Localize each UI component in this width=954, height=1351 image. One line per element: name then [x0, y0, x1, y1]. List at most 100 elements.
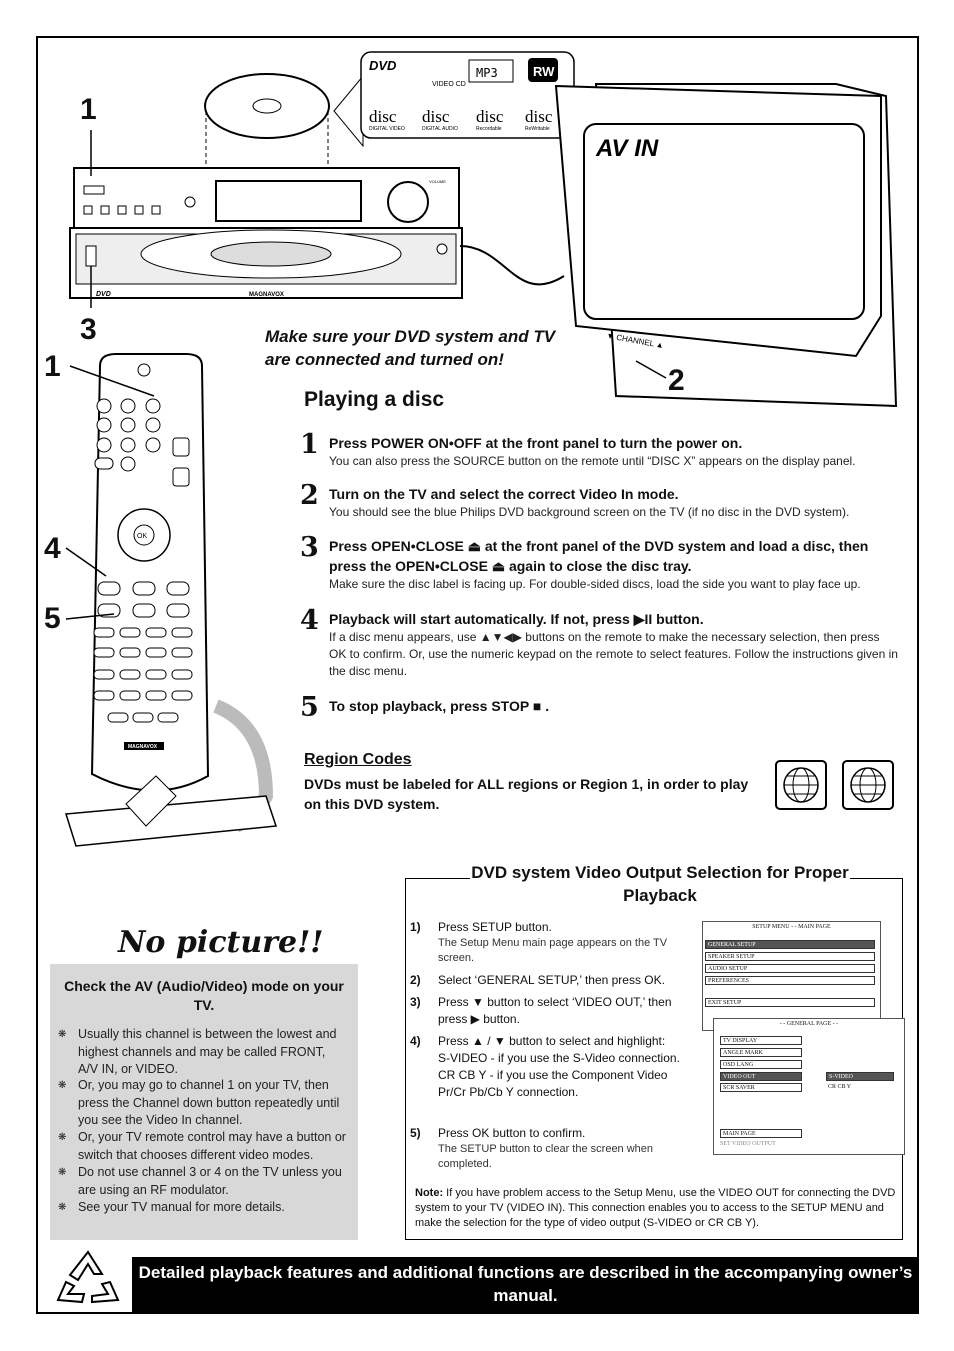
svg-text:DVD: DVD	[96, 291, 111, 298]
svg-text:MP3: MP3	[476, 66, 498, 80]
step-desc: If a disc menu appears, use ▲▼◀▶ buttons…	[329, 630, 898, 678]
vout-step-text: Select ‘GENERAL SETUP,’ then press OK.	[438, 973, 665, 987]
vout-step-text: Press SETUP button.	[438, 920, 552, 934]
vout-step-key: 4)	[410, 1034, 421, 1048]
menu-item-angle-mark[interactable]: ANGLE MARK	[720, 1048, 802, 1057]
step-desc: You can also press the SOURCE button on …	[329, 454, 856, 468]
svg-text:DIGITAL VIDEO: DIGITAL VIDEO	[369, 126, 405, 132]
option-cr-cb-y[interactable]: CR CB Y	[828, 1084, 852, 1090]
step-title: Press OPEN•CLOSE ⏏ at the front panel of…	[329, 538, 869, 574]
play-step-1: 1 Press POWER ON•OFF at the front panel …	[300, 429, 900, 470]
step-number: 5	[300, 692, 319, 723]
menu-item-preferences[interactable]: PREFERENCES	[705, 976, 875, 985]
vout-step-2: 2) Select ‘GENERAL SETUP,’ then press OK…	[410, 972, 680, 989]
step-title: Press POWER ON•OFF at the front panel to…	[329, 435, 743, 451]
dvd-unit: MAGNAVOX DVD VOLUME	[69, 167, 463, 299]
vout-step-1: 1) Press SETUP button. The Setup Menu ma…	[410, 919, 680, 966]
step-desc: Make sure the disc label is facing up. F…	[329, 577, 861, 591]
bullet-text: See your TV manual for more details.	[78, 1200, 285, 1214]
svg-text:disc: disc	[525, 107, 553, 126]
menu-item-tv-display[interactable]: TV DISPLAY	[720, 1036, 802, 1045]
disc-logos-panel: DVD VIDEO CD MP3 RW disc disc disc disc DIG…	[333, 51, 575, 148]
svg-text:disc: disc	[422, 107, 450, 126]
svg-text:VOLUME: VOLUME	[429, 179, 446, 184]
play-step-3: 3 Press OPEN•CLOSE ⏏ at the front panel …	[300, 532, 900, 593]
vout-step-key: 3)	[410, 995, 421, 1009]
bullet-text: Usually this channel is between the lowe…	[78, 1027, 337, 1076]
step-title: Playback will start automatically. If no…	[329, 611, 704, 627]
check-heading: Check the AV (Audio/Video) mode on your …	[64, 978, 344, 1013]
no-picture-panel	[50, 964, 358, 1240]
setup-menu-main: SETUP MENU - - MAIN PAGE GENERAL SETUP S…	[702, 921, 881, 1031]
vout-step-text: Press ▲ / ▼ button to select and highlig…	[438, 1034, 680, 1099]
step-title: To stop playback, press STOP ■ .	[329, 698, 550, 714]
callout-1-top: 1	[80, 93, 97, 126]
step-number: 4	[300, 605, 319, 636]
remote-control: OK MAGNAVOX	[65, 353, 278, 847]
region-all-globe-icon	[775, 760, 827, 810]
step-desc: You should see the blue Philips DVD back…	[329, 505, 850, 519]
bullet-item: ❋Or, your TV remote control may have a b…	[58, 1129, 348, 1164]
option-s-video[interactable]: S-VIDEO	[826, 1072, 894, 1081]
bullet-text: Or, you may go to channel 1 on your TV, …	[78, 1078, 340, 1127]
vout-step-key: 5)	[410, 1126, 421, 1140]
vout-step-text: Press ▼ button to select ‘VIDEO OUT,’ th…	[438, 995, 672, 1026]
tv-set: AV IN ▼ CHANNEL ▲	[554, 83, 898, 408]
no-picture-title: No picture!!	[118, 925, 324, 960]
callout-1-remote: 1	[44, 350, 61, 383]
menu-item-audio-setup[interactable]: AUDIO SETUP	[705, 964, 875, 973]
callout-4: 4	[44, 532, 61, 565]
step-number: 2	[300, 480, 319, 511]
setup-illustration: DVD VIDEO CD MP3 RW disc disc disc disc DIG…	[65, 51, 898, 847]
svg-text:VIDEO CD: VIDEO CD	[432, 81, 466, 88]
playing-heading: Playing a disc	[304, 388, 445, 411]
svg-text:OK: OK	[137, 533, 147, 540]
step-title: Turn on the TV and select the correct Vi…	[329, 486, 679, 502]
bullet-item: ❋See your TV manual for more details.	[58, 1199, 348, 1217]
bullet-item: ❋Do not use channel 3 or 4 on the TV unl…	[58, 1164, 348, 1199]
note-label: Note:	[415, 1187, 444, 1199]
vout-step-key: 2)	[410, 973, 421, 987]
vout-step-sub: The Setup Menu main page appears on the …	[438, 937, 668, 964]
vout-step-key: 1)	[410, 920, 421, 934]
setup-menu-general: - - GENERAL PAGE - - TV DISPLAY ANGLE MA…	[713, 1018, 905, 1155]
menu-title: SETUP MENU - - MAIN PAGE	[752, 924, 831, 930]
vout-step-5: 5) Press OK button to confirm. The SETUP…	[410, 1125, 680, 1172]
svg-text:MAGNAVOX: MAGNAVOX	[249, 292, 284, 298]
play-step-2: 2 Turn on the TV and select the correct …	[300, 480, 900, 521]
callout-2: 2	[668, 364, 685, 397]
svg-text:ReWritable: ReWritable	[525, 126, 550, 132]
step-number: 1	[300, 429, 319, 460]
menu-item-general-setup[interactable]: GENERAL SETUP	[705, 940, 875, 949]
bullet-item: ❋Or, you may go to channel 1 on your TV,…	[58, 1077, 348, 1130]
note-text: If you have problem access to the Setup …	[415, 1187, 896, 1229]
recycle-icon	[52, 1248, 124, 1308]
vout-note: Note: If you have problem access to the …	[415, 1186, 900, 1231]
menu-hint: SET VIDEO OUTPUT	[720, 1141, 776, 1147]
vout-step-text: Press OK button to confirm.	[438, 1126, 586, 1140]
menu-item-exit-setup[interactable]: EXIT SETUP	[705, 998, 875, 1007]
vout-step-sub: The SETUP button to clear the screen whe…	[438, 1143, 654, 1170]
play-step-4: 4 Playback will start automatically. If …	[300, 605, 900, 680]
callout-3: 3	[80, 313, 97, 346]
intro-text: Make sure your DVD system and TV are con…	[265, 327, 556, 369]
menu-item-speaker-setup[interactable]: SPEAKER SETUP	[705, 952, 875, 961]
svg-text:AV IN: AV IN	[595, 135, 659, 162]
play-step-5: 5 To stop playback, press STOP ■ .	[300, 692, 900, 723]
bullet-item: ❋Usually this channel is between the low…	[58, 1026, 348, 1079]
step-number: 3	[300, 532, 319, 563]
svg-text:disc: disc	[369, 107, 397, 126]
region-text: DVDs must be labeled for ALL regions or …	[304, 776, 749, 812]
svg-text:DVD: DVD	[369, 58, 397, 73]
menu-item-osd-lang[interactable]: OSD LANG	[720, 1060, 802, 1069]
menu-title: - - GENERAL PAGE - -	[779, 1021, 839, 1027]
menu-item-video-out[interactable]: VIDEO OUT	[720, 1072, 802, 1081]
menu-item-scr-saver[interactable]: SCR SAVER	[720, 1083, 802, 1092]
svg-text:disc: disc	[476, 107, 504, 126]
menu-item-main-page[interactable]: MAIN PAGE	[720, 1129, 802, 1138]
video-output-title: DVD system Video Output Selection for Pr…	[470, 861, 850, 907]
callout-5: 5	[44, 602, 61, 635]
svg-text:RW: RW	[533, 64, 555, 79]
footer-banner: Detailed playback features and additiona…	[132, 1257, 919, 1314]
bullet-text: Do not use channel 3 or 4 on the TV unle…	[78, 1165, 342, 1197]
